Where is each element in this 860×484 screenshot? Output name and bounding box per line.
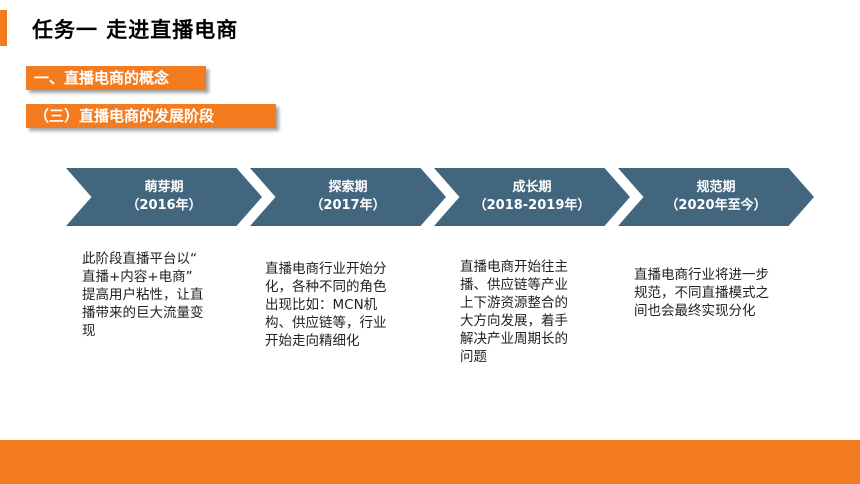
footer-bar [0,440,860,484]
page-title: 任务一 走进直播电商 [32,18,239,42]
phase-description-3: 直播电商开始往主 播、供应链等产业 上下游资源整合的 大方向发展，着手 解决产业… [460,259,568,365]
phase-description-2: 直播电商行业开始分 化，各种不同的角色 出现比如：MCN机 构、供应链等，行业 … [265,261,387,349]
phase-arrow-3: 成长期 （2018-2019年） [434,168,630,226]
phase-description-1: 此阶段直播平台以“ 直播+内容+电商” 提高用户粘性，让直 播带来的巨大流量变 … [82,251,204,339]
section-label: 一、直播电商的概念 [26,66,206,90]
phase-date: （2020年至今） [665,198,767,213]
phase-arrow-2: 探索期 （2017年） [250,168,446,226]
phase-arrow-1: 萌芽期 （2016年） [66,168,262,226]
phase-description-4: 直播电商行业将进一步 规范，不同直播模式之 间也会最终实现分化 [634,267,769,319]
phase-name: 成长期 [512,180,552,195]
title-accent-bar [0,10,7,46]
phase-name: 探索期 [328,180,368,195]
phase-date: （2018-2019年） [473,198,591,213]
phase-date: （2016年） [126,198,202,213]
phase-name: 规范期 [696,180,736,195]
phase-name: 萌芽期 [144,180,184,195]
subsection-label: （三）直播电商的发展阶段 [26,104,276,128]
phase-date: （2017年） [310,198,386,213]
phase-arrow-4: 规范期 （2020年至今） [618,168,814,226]
